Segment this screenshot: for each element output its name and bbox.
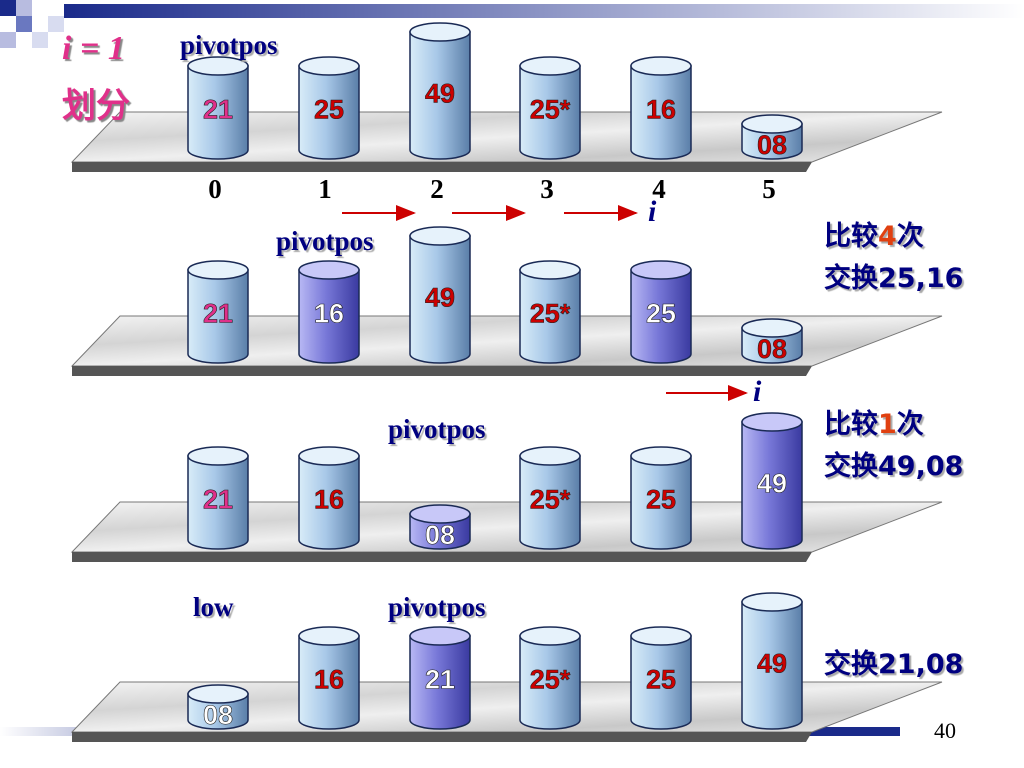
- page-number: 40: [934, 718, 956, 743]
- note-row-3-compare: 比较1次: [824, 402, 924, 441]
- cylinder-r3-c1: 16: [298, 446, 360, 550]
- cylinder-r2-c3: 25*: [519, 260, 581, 364]
- cylinder-value-r4-c1: 16: [314, 665, 344, 695]
- cylinder-r1-c0: 21: [187, 56, 249, 160]
- cylinder-value-r2-c5: 08: [757, 334, 787, 364]
- cylinder-value-r4-c3: 25*: [530, 665, 571, 695]
- cylinder-r2-c1: 16: [298, 260, 360, 364]
- index-label-4: 4: [652, 174, 666, 204]
- cylinder-value-r3-c4: 25: [646, 485, 676, 515]
- title-eq: = 1: [79, 30, 125, 67]
- pivot-label-row-4: pivotpos: [388, 592, 486, 622]
- cylinder-value-r4-c5: 49: [757, 648, 787, 678]
- cylinder-r1-c1: 25: [298, 56, 360, 160]
- title-loop-variable: i = 1: [62, 30, 125, 68]
- cylinder-value-r3-c3: 25*: [530, 485, 571, 515]
- cylinder-value-r4-c2: 21: [425, 665, 455, 695]
- cylinder-r4-c1: 16: [298, 626, 360, 730]
- cylinder-r3-c4: 25: [630, 446, 692, 550]
- cylinder-r2-c0: 21: [187, 260, 249, 364]
- note-row-2-compare-prefix: 比较: [824, 221, 878, 252]
- index-label-0: 0: [208, 174, 222, 204]
- cylinder-r2-c4: 25: [630, 260, 692, 364]
- note-row-3-swap: 交换49,08: [824, 451, 964, 482]
- cylinder-value-r3-c0: 21: [203, 485, 233, 515]
- cylinder-r1-c2: 49: [409, 22, 471, 160]
- note-row-3-compare-suffix: 次: [896, 409, 924, 440]
- cylinder-value-r1-c1: 25: [314, 95, 344, 125]
- i-marker-row-2: i: [648, 195, 657, 228]
- note-row-3-compare-prefix: 比较: [824, 409, 878, 440]
- cylinder-value-r1-c0: 21: [203, 95, 233, 125]
- cylinder-value-r1-c3: 25*: [530, 95, 571, 125]
- index-label-3: 3: [540, 174, 554, 204]
- cylinder-r3-c3: 25*: [519, 446, 581, 550]
- header-bar: [64, 4, 1024, 18]
- cylinder-value-r3-c5: 49: [757, 468, 787, 498]
- cylinder-value-r3-c1: 16: [314, 485, 344, 515]
- cylinder-r4-c3: 25*: [519, 626, 581, 730]
- pivot-label-row-2: pivotpos: [276, 226, 374, 256]
- scan-arrows: [342, 205, 748, 401]
- cylinder-value-r2-c0: 21: [203, 299, 233, 329]
- note-row-3-compare-count: 1: [878, 409, 897, 440]
- note-row-2-compare-count: 4: [878, 221, 897, 252]
- pivot-label-row-3: pivotpos: [388, 414, 486, 444]
- cylinder-r3-c5: 49: [741, 412, 803, 550]
- index-label-5: 5: [762, 174, 776, 204]
- cylinder-r1-c3: 25*: [519, 56, 581, 160]
- cylinder-value-r2-c2: 49: [425, 282, 455, 312]
- cylinder-value-r1-c5: 08: [757, 130, 787, 160]
- cylinder-value-r2-c4: 25: [646, 299, 676, 329]
- cylinder-value-r1-c4: 16: [646, 95, 676, 125]
- note-row-2-compare: 比较4次: [824, 214, 924, 253]
- cylinder-value-r2-c3: 25*: [530, 299, 571, 329]
- cylinder-r1-c4: 16: [630, 56, 692, 160]
- index-label-2: 2: [430, 174, 444, 204]
- title-partition: 划分: [62, 86, 130, 126]
- pivot-label-row-1: pivotpos: [180, 30, 278, 60]
- note-row-2-compare-suffix: 次: [896, 221, 924, 252]
- cylinder-r2-c5: 08: [741, 318, 803, 364]
- i-marker-row-3: i: [753, 375, 762, 408]
- cylinder-value-r3-c2: 08: [425, 520, 455, 550]
- corner-squares: [0, 0, 64, 48]
- cylinder-r4-c2: 21: [409, 626, 471, 730]
- low-label: low: [193, 592, 234, 622]
- cylinder-r1-c5: 08: [741, 114, 803, 160]
- cylinder-r3-c0: 21: [187, 446, 249, 550]
- cylinder-r4-c0: 08: [187, 684, 249, 730]
- cylinder-value-r4-c0: 08: [203, 700, 233, 730]
- cylinder-r2-c2: 49: [409, 226, 471, 364]
- cylinder-value-r1-c2: 49: [425, 78, 455, 108]
- cylinder-value-r4-c4: 25: [646, 665, 676, 695]
- note-row-2-swap: 交换25,16: [824, 263, 964, 294]
- note-row-4-swap: 交换21,08: [824, 649, 964, 680]
- platform-row-3: [70, 501, 943, 562]
- cylinder-r3-c2: 08: [409, 504, 471, 550]
- title-var: i: [62, 30, 72, 67]
- cylinder-r4-c4: 25: [630, 626, 692, 730]
- index-label-1: 1: [318, 174, 332, 204]
- cylinder-value-r2-c1: 16: [314, 299, 344, 329]
- platform-row-4: [70, 681, 943, 742]
- cylinder-r4-c5: 49: [741, 592, 803, 730]
